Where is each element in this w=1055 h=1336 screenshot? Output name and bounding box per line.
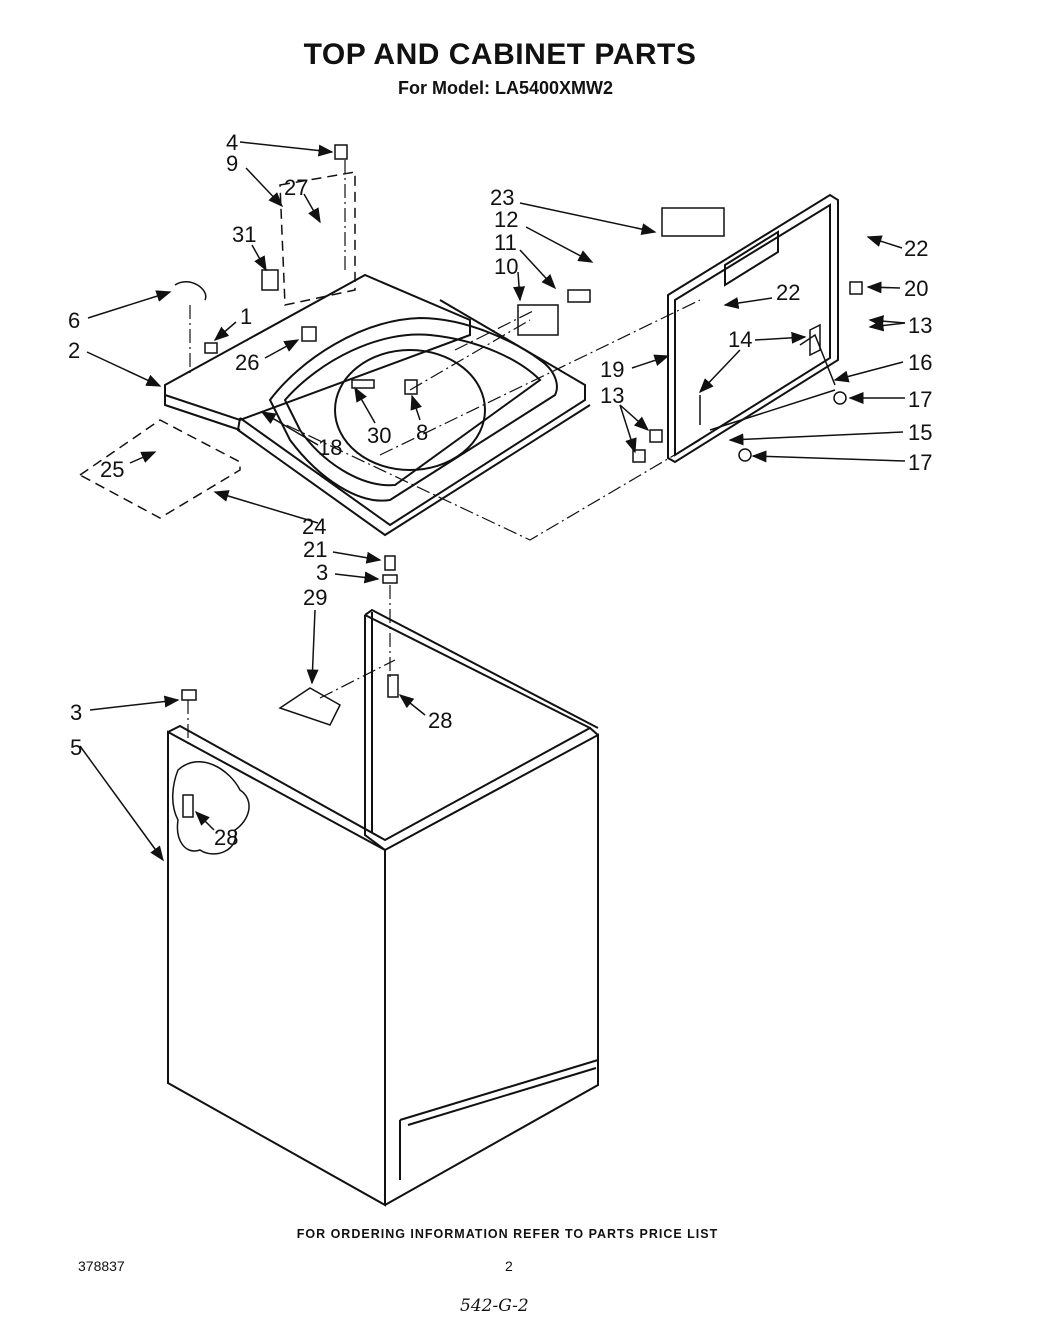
callout-29: 29 bbox=[303, 585, 327, 610]
callout-6: 6 bbox=[68, 308, 80, 333]
callout-15: 15 bbox=[908, 420, 932, 445]
callout-1: 1 bbox=[240, 304, 252, 329]
callout-22-mid: 22 bbox=[776, 280, 800, 305]
callout-labels: 4 9 27 31 6 1 2 26 25 18 30 8 24 23 12 1… bbox=[68, 130, 932, 850]
callout-28-upper: 28 bbox=[428, 708, 452, 733]
callout-16: 16 bbox=[908, 350, 932, 375]
leader-lines bbox=[187, 160, 701, 745]
console-back bbox=[164, 273, 471, 431]
callout-8: 8 bbox=[416, 420, 428, 445]
callout-13-right: 13 bbox=[908, 313, 932, 338]
page-title: TOP AND CABINET PARTS bbox=[303, 38, 697, 71]
callout-14: 14 bbox=[728, 327, 752, 352]
document-number: 378837 bbox=[78, 1258, 125, 1274]
callout-22-top: 22 bbox=[904, 236, 928, 261]
callout-3-upper: 3 bbox=[316, 560, 328, 585]
callout-26: 26 bbox=[235, 350, 259, 375]
small-parts bbox=[174, 144, 863, 818]
callout-2: 2 bbox=[68, 338, 80, 363]
model-subtitle: For Model: LA5400XMW2 bbox=[398, 78, 614, 98]
callout-17-top: 17 bbox=[908, 387, 932, 412]
callout-28-lower: 28 bbox=[214, 825, 238, 850]
callout-17-bottom: 17 bbox=[908, 450, 932, 475]
callout-27: 27 bbox=[284, 175, 308, 200]
callout-4: 4 bbox=[226, 130, 238, 155]
cutaway-view bbox=[172, 760, 250, 855]
top-panel bbox=[236, 299, 591, 537]
callout-19: 19 bbox=[600, 357, 624, 382]
callout-13-left: 13 bbox=[600, 383, 624, 408]
callout-31: 31 bbox=[232, 222, 256, 247]
callout-11: 11 bbox=[494, 230, 517, 255]
callout-25: 25 bbox=[100, 457, 124, 482]
dashed-groups bbox=[78, 171, 356, 519]
callout-21: 21 bbox=[303, 537, 327, 562]
callout-18: 18 bbox=[318, 435, 342, 460]
callout-5: 5 bbox=[70, 735, 82, 760]
callout-10: 10 bbox=[494, 254, 518, 279]
callout-3-lower: 3 bbox=[70, 700, 82, 725]
page-number: 2 bbox=[505, 1258, 513, 1274]
callout-9: 9 bbox=[226, 151, 238, 176]
callout-23: 23 bbox=[490, 185, 514, 210]
callout-12: 12 bbox=[494, 207, 518, 232]
cabinet-body bbox=[167, 608, 599, 1207]
callout-20: 20 bbox=[904, 276, 928, 301]
callout-30: 30 bbox=[367, 423, 391, 448]
callout-arrows bbox=[79, 141, 906, 862]
handwritten-note: 542-G-2 bbox=[460, 1296, 529, 1316]
footer-note: FOR ORDERING INFORMATION REFER TO PARTS … bbox=[296, 1227, 719, 1241]
rear-panel bbox=[667, 193, 839, 464]
callout-24: 24 bbox=[302, 514, 326, 539]
